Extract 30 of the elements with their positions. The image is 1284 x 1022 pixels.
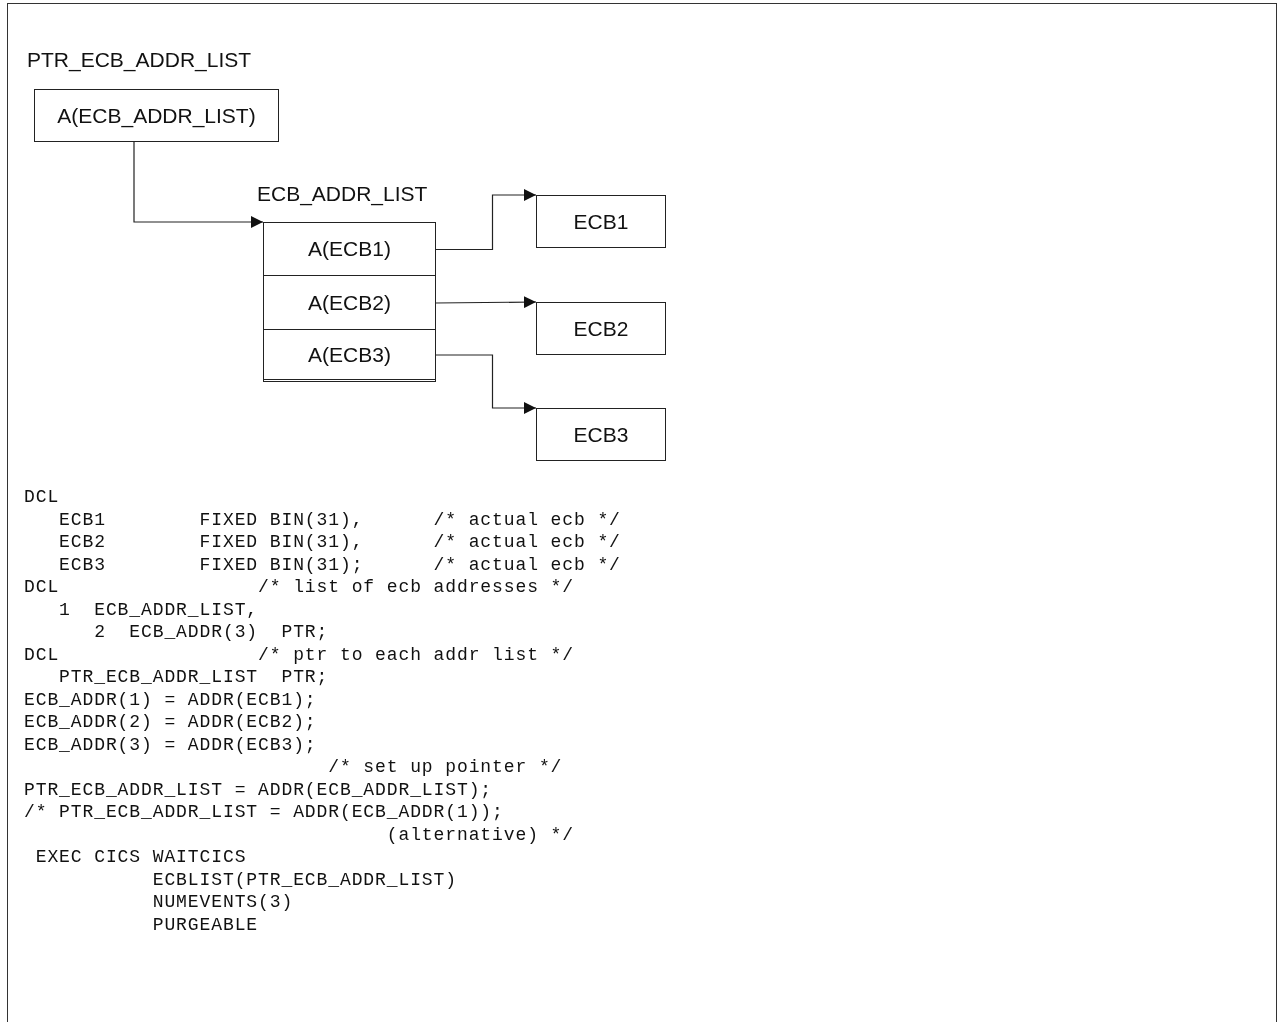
arrow — [434, 189, 537, 251]
pointer-box: A(ECB_ADDR_LIST) — [34, 89, 279, 142]
code-line: PURGEABLE — [151, 913, 259, 936]
arrow — [434, 296, 537, 309]
code-line: /* set up pointer */ — [327, 756, 563, 779]
structure-name: ECB_ADDR_LIST — [257, 182, 428, 206]
code-line: NUMEVENTS(3) — [151, 891, 294, 914]
code-line: EXEC CICS WAITCICS — [34, 846, 247, 869]
code-line: PTR_ECB_ADDR_LIST PTR; — [58, 666, 329, 689]
code-line: 1 ECB_ADDR_LIST, — [58, 598, 259, 621]
code-line: (alternative) */ — [385, 823, 574, 846]
code-line: DCL /* list of ecb addresses */ — [24, 576, 574, 599]
ecb-box: ECB2 — [536, 302, 666, 355]
code-line: DCL — [24, 486, 60, 509]
code-line: ECB_ADDR(1) = ADDR(ECB1); — [24, 688, 317, 711]
code-line: ECBLIST(PTR_ECB_ADDR_LIST) — [151, 868, 457, 891]
code-line: ECB3 FIXED BIN(31); /* actual ecb */ — [58, 553, 621, 576]
arrow — [133, 141, 264, 228]
code-line: ECB1 FIXED BIN(31), /* actual ecb */ — [58, 508, 621, 531]
ecb-box: ECB1 — [536, 195, 666, 248]
code-line: ECB2 FIXED BIN(31), /* actual ecb */ — [58, 531, 621, 554]
ecb-box: ECB3 — [536, 408, 666, 461]
code-line: /* PTR_ECB_ADDR_LIST = ADDR(ECB_ADDR(1)); — [24, 801, 504, 824]
code-line: 2 ECB_ADDR(3) PTR; — [93, 621, 329, 644]
code-line: ECB_ADDR(3) = ADDR(ECB3); — [24, 733, 317, 756]
code-line: ECB_ADDR(2) = ADDR(ECB2); — [24, 711, 317, 734]
code-line: DCL /* ptr to each addr list */ — [24, 643, 574, 666]
code-line: PTR_ECB_ADDR_LIST = ADDR(ECB_ADDR_LIST); — [24, 778, 493, 801]
structure-name: PTR_ECB_ADDR_LIST — [27, 48, 252, 72]
arrow — [434, 354, 537, 414]
